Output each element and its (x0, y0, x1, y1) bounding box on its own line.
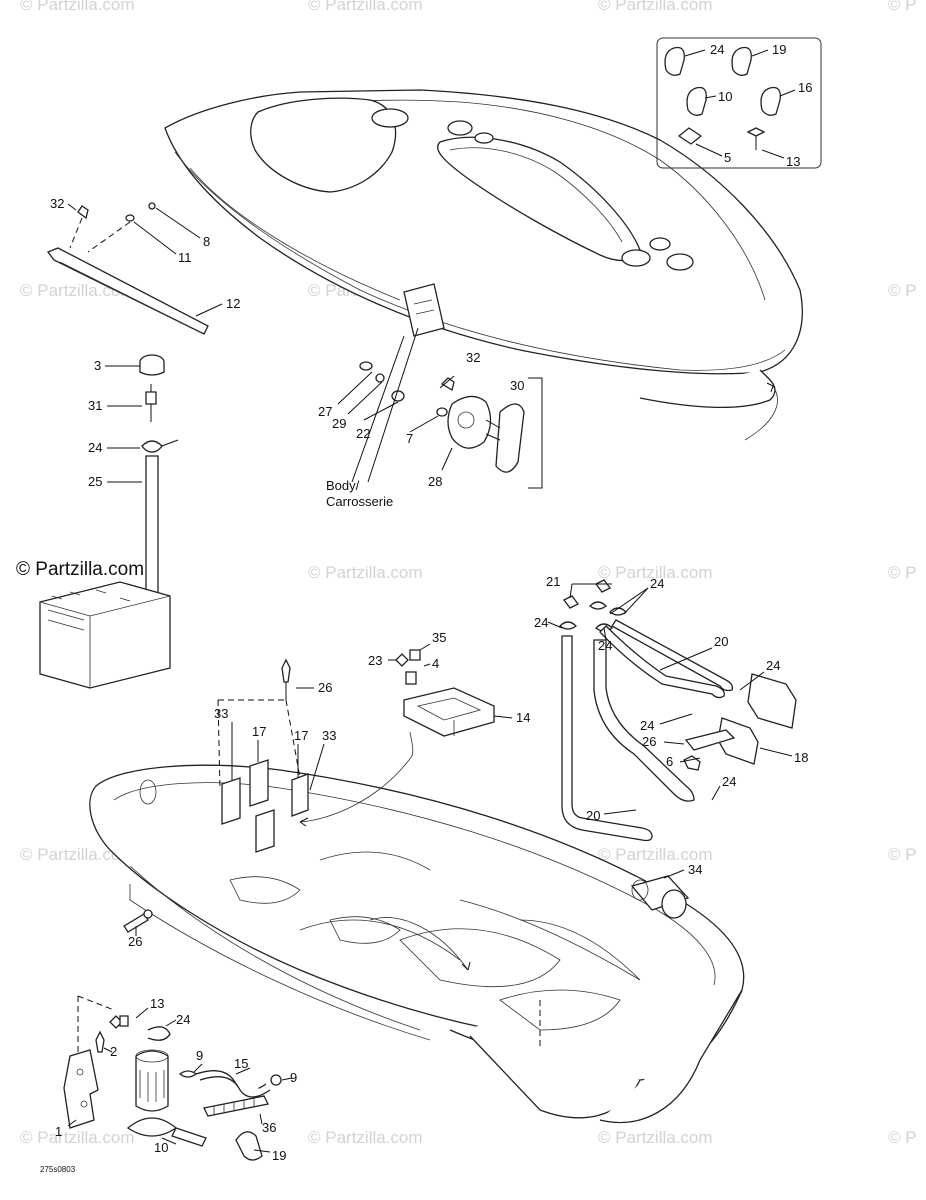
callout-10: 10 (718, 89, 732, 104)
callout-28: 28 (428, 474, 442, 489)
callout-30: 30 (510, 378, 524, 393)
watermark: © P (888, 281, 917, 300)
callout-32: 32 (466, 350, 480, 365)
callout-24: 24 (640, 718, 654, 733)
callout-29: 29 (332, 416, 346, 431)
battery-illustration (39, 581, 171, 689)
trim-rail-group (46, 202, 223, 335)
callout-17: 17 (252, 724, 266, 739)
watermark: © Partzilla.com (20, 0, 135, 14)
body-label-line2: Carrosserie (326, 494, 393, 509)
callout-19: 19 (272, 1148, 286, 1163)
callout-24: 24 (722, 774, 736, 789)
watermark: © Partzilla.com (20, 1128, 135, 1147)
watermark: © P (888, 563, 917, 582)
callout-9: 9 (290, 1070, 297, 1085)
callout-6: 6 (666, 754, 673, 769)
watermark: © P (888, 1128, 917, 1147)
callout-24: 24 (766, 658, 780, 673)
callout-21: 21 (546, 574, 560, 589)
callout-22: 22 (356, 426, 370, 441)
watermark: © Partzilla.com (598, 563, 713, 582)
watermark: © Partzilla.com (598, 845, 713, 864)
watermark: © P (888, 845, 917, 864)
drawing-code: 275s0803 (40, 1165, 76, 1174)
callout-25: 25 (88, 474, 102, 489)
callout-33: 33 (214, 706, 228, 721)
callout-16: 16 (798, 80, 812, 95)
callout-18: 18 (794, 750, 808, 765)
callout-31: 31 (88, 398, 102, 413)
callout-35: 35 (432, 630, 446, 645)
callout-24: 24 (88, 440, 102, 455)
watermark: © Partzilla.com (20, 845, 135, 864)
callout-36: 36 (262, 1120, 276, 1135)
callout-26: 26 (128, 934, 142, 949)
watermark: © Partzilla.com (308, 1128, 423, 1147)
hull-brackets-group (217, 658, 414, 853)
brand-watermark: © Partzilla.com (16, 559, 144, 580)
callout-23: 23 (368, 653, 382, 668)
callout-24: 24 (598, 638, 612, 653)
access-cover-group (337, 283, 543, 489)
grommet-34 (630, 869, 690, 919)
callout-20: 20 (714, 634, 728, 649)
callout-26: 26 (318, 680, 332, 695)
bilge-pump-group (63, 995, 293, 1161)
callout-4: 4 (432, 656, 439, 671)
callout-2: 2 (110, 1044, 117, 1059)
bracket-14-group (388, 643, 513, 737)
callout-11: 11 (178, 250, 192, 265)
lower-hull-illustration (89, 764, 745, 1124)
callout-32: 32 (50, 196, 64, 211)
watermark: © Partzilla.com (308, 0, 423, 14)
callout-8: 8 (203, 234, 210, 249)
watermark: © Partzilla.com (598, 0, 713, 14)
callout-15: 15 (234, 1056, 248, 1071)
callout-17: 17 (294, 728, 308, 743)
callout-3: 3 (94, 358, 101, 373)
callout-5: 5 (724, 150, 731, 165)
callout-27: 27 (318, 404, 332, 419)
watermark: © P (888, 0, 917, 14)
callout-14: 14 (516, 710, 530, 725)
watermark: © Partzilla.com (598, 1128, 713, 1147)
callout-12: 12 (226, 296, 240, 311)
callout-13: 13 (150, 996, 164, 1011)
callout-1: 1 (55, 1124, 62, 1139)
callout-7: 7 (406, 431, 413, 446)
callout-24: 24 (534, 615, 548, 630)
hardware-kit-box (656, 37, 822, 169)
callout-34: 34 (688, 862, 702, 877)
watermark: © Partzilla.com (308, 563, 423, 582)
callout-24: 24 (650, 576, 664, 591)
callout-24: 24 (176, 1012, 190, 1027)
callout-26: 26 (642, 734, 656, 749)
callout-13: 13 (786, 154, 800, 169)
callout-9: 9 (196, 1048, 203, 1063)
callout-19: 19 (772, 42, 786, 57)
callout-labels: 24 19 10 16 5 13 32 8 11 12 3 31 24 25 3… (50, 42, 812, 1163)
callout-24: 24 (710, 42, 724, 57)
upper-body-illustration (164, 89, 803, 441)
callout-20: 20 (586, 808, 600, 823)
fuel-hose-group (547, 579, 797, 842)
callout-33: 33 (322, 728, 336, 743)
body-label-line1: Body/ (326, 478, 360, 493)
side-screw-26 (123, 909, 153, 936)
vent-hose-group (105, 354, 179, 656)
callout-10: 10 (154, 1140, 168, 1155)
